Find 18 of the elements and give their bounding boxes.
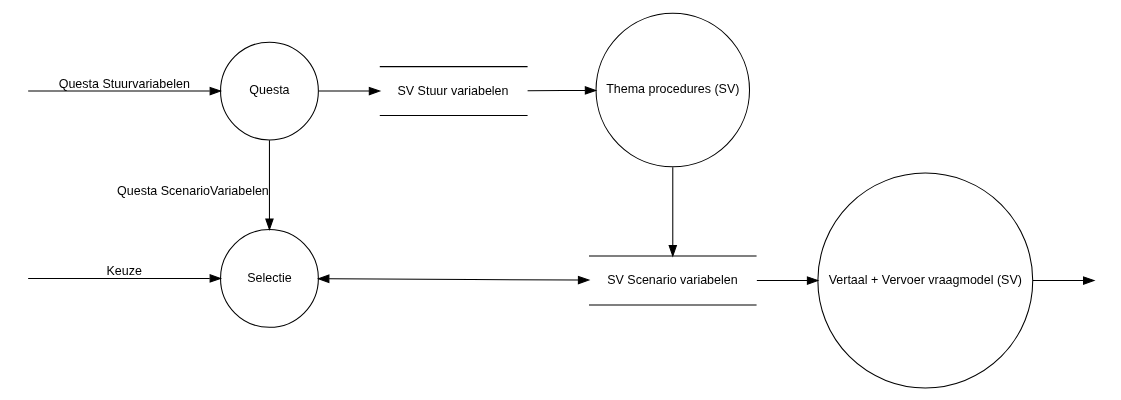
arrow [27,86,222,95]
edge-label: Questa ScenarioVariabelen [116,183,269,198]
node-circle: Questa [219,41,319,140]
arrow [526,85,597,95]
arrow [1032,275,1095,285]
arrow [27,273,222,283]
arrow [316,273,590,284]
node-circle: Vertaal + Vervoer vraagmodel (SV) [816,172,1033,388]
arrow [264,139,274,231]
node-circle: Thema procedures (SV) [595,12,750,167]
node-text: SV Stuur variabelen [396,83,509,98]
arrow [755,275,819,285]
arrow [667,166,677,258]
arrow [317,86,381,95]
node-text: SV Scenario variabelen [606,272,738,287]
edge-label: Keuze [106,263,142,278]
node-circle: Selectie [219,228,319,328]
edge-label: Questa Stuurvariabelen [58,76,190,91]
